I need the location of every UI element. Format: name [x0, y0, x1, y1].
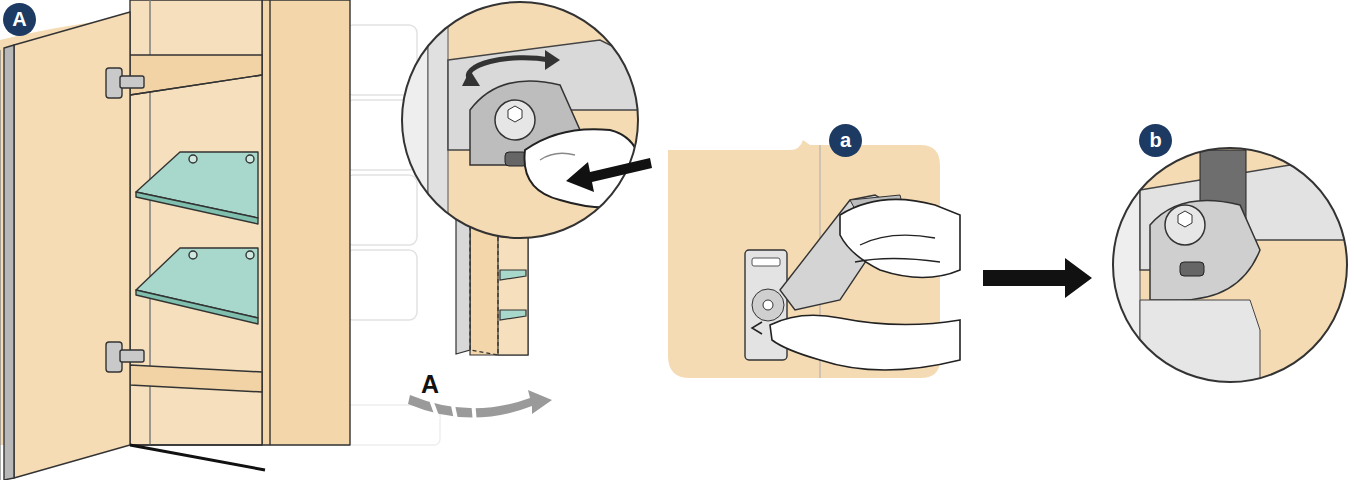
swing-arrow: [471, 400, 477, 425]
zoom-detail: [1110, 145, 1140, 385]
swing-arrow: [428, 395, 477, 425]
zoom-detail: [400, 0, 640, 240]
badge-circle: [829, 124, 862, 157]
cabinet: [246, 251, 254, 259]
cabinet: [130, 445, 265, 470]
small-cabinet: [500, 310, 526, 320]
swing-arrow: [428, 395, 440, 420]
swing-arrow: [450, 398, 459, 423]
zoom-detail: [1140, 300, 1260, 385]
wall-tiles: [345, 250, 417, 320]
zoom-detail: [402, 2, 638, 238]
zoom-detail: [400, 0, 652, 240]
zoom-detail: [1165, 205, 1205, 245]
step-panel: [770, 315, 960, 370]
badge-letter: b: [1149, 130, 1161, 150]
zoom-detail: [495, 100, 535, 140]
cabinet: [106, 68, 144, 372]
zoom-detail: [1178, 211, 1192, 227]
step-panel: [855, 259, 940, 263]
cabinet: [136, 290, 258, 324]
step-panel: [752, 258, 780, 266]
cabinet: [262, 0, 350, 445]
zoom-detail: [1150, 201, 1260, 301]
zoom-detail: [400, 0, 428, 240]
badge-circle: [1139, 124, 1172, 157]
step-panel: [860, 235, 935, 245]
cabinet: [0, 50, 1, 480]
step-panel: [752, 289, 784, 321]
zoom-detail: [566, 158, 652, 192]
zoom-detail: [1110, 145, 1350, 385]
badge-letter: A: [12, 9, 26, 29]
cabinet: [130, 0, 262, 445]
cabinet: [4, 45, 14, 480]
zoom-detail: [400, 0, 642, 240]
cabinet: [0, 0, 350, 480]
step-badge: a: [829, 124, 862, 157]
zoom-detail: [462, 70, 480, 86]
step-arrow: [983, 258, 1092, 298]
cabinet: [120, 350, 144, 362]
wall-tiles: [345, 175, 417, 245]
zoom-detail: [1110, 145, 1350, 385]
cabinet: [269, 0, 270, 445]
cabinet: [246, 155, 254, 163]
cabinet: [189, 155, 197, 163]
cabinet: [189, 251, 197, 259]
step-panel: [763, 300, 773, 310]
badge-circle: [3, 3, 36, 36]
small-cabinet: [500, 270, 526, 280]
cabinet: [120, 76, 144, 88]
cabinet: [130, 365, 262, 392]
step-arrow: [983, 258, 1092, 298]
badge-letter: a: [840, 130, 851, 150]
zoom-detail: [1180, 262, 1204, 276]
zoom-detail: [540, 153, 575, 160]
cabinet: [14, 12, 130, 478]
step-panel: [752, 322, 762, 334]
step-badge: A: [3, 3, 36, 36]
zoom-detail: [545, 50, 560, 70]
cabinet: [130, 444, 262, 445]
zoom-detail: [508, 106, 522, 122]
zoom-detail: [468, 58, 550, 80]
zoom-detail: [1110, 145, 1350, 385]
zoom-detail: [1113, 148, 1347, 382]
callout-letter: A: [421, 372, 439, 397]
step-badge: b: [1139, 124, 1172, 157]
cabinet: [130, 55, 262, 95]
cabinet: [136, 192, 258, 224]
wall-tiles: [345, 25, 417, 95]
cabinet: [130, 75, 262, 95]
step-panel: [668, 140, 960, 378]
step-panel: [840, 199, 960, 277]
